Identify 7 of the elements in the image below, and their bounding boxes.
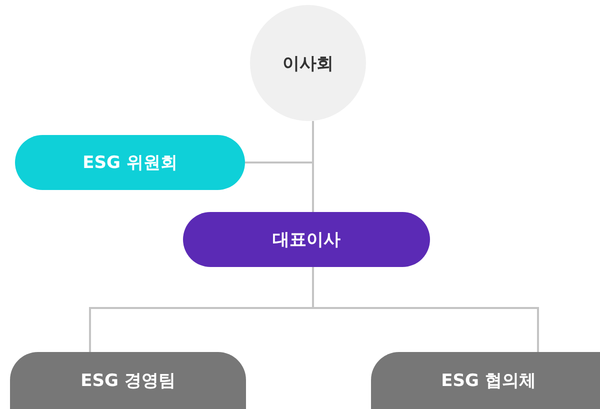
connector-line — [312, 267, 539, 352]
connector-line — [245, 162, 314, 212]
committee-pill: ESG 위원회 — [15, 135, 245, 190]
ceo-pill: 대표이사 — [183, 212, 430, 267]
board-circle: 이사회 — [250, 5, 366, 121]
council-pill: ESG 협의체 — [371, 352, 600, 409]
team-pill: ESG 경영팀 — [10, 352, 246, 409]
